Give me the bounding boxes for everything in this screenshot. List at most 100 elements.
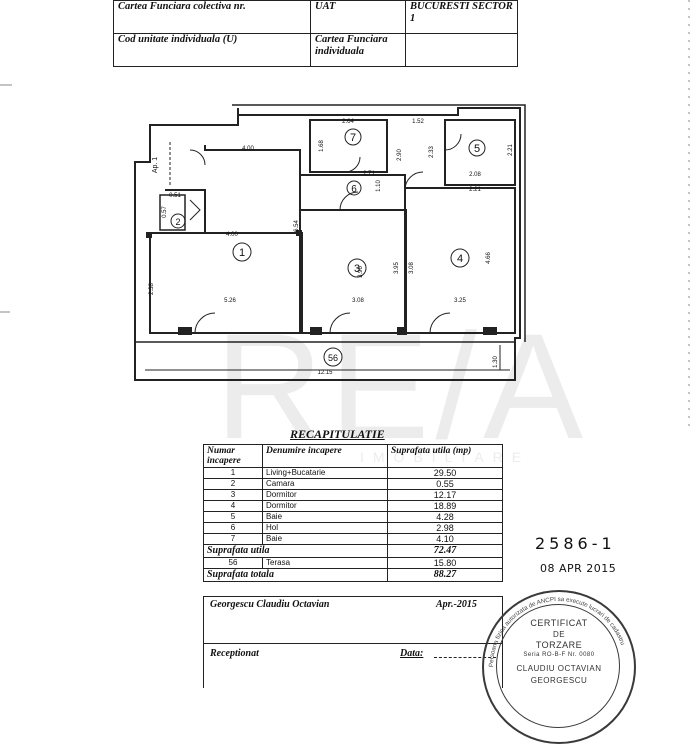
author-box: Georgescu Claudiu Octavian Apr.-2015 [203,596,503,644]
author-name: Georgescu Claudiu Octavian [210,599,330,610]
dim-290: 2.90 [397,149,403,161]
room-6-label: 6 [351,184,357,195]
row-area: 4.28 [387,511,503,523]
util-label: Suprafata utila [203,544,388,558]
row-name: Dormitor [262,489,388,501]
row-area: 29.50 [387,467,503,479]
room-2-label: 2 [175,217,180,227]
dim-110: 1.10 [376,180,382,192]
header-table: Cartea Funciara colectiva nr. UAT BUCURE… [113,0,518,67]
row-name: Baie [262,511,388,523]
room-4-marker [450,248,470,268]
row-name: Camara [262,478,388,490]
room-3-label: 3 [354,263,360,275]
stamp-line6: GEORGESCU [530,676,588,685]
dim-208: 2.08 [469,172,481,178]
dim-264: 2.64 [342,119,354,125]
svg-text:Persoana fizica autorizata de: Persoana fizica autorizata de ANCPI sa e… [488,596,626,667]
room-1-label: 1 [239,247,245,259]
dim-400a: 4.00 [242,146,254,152]
row-area: 12.17 [387,489,503,501]
cf-individuala-label: Cartea Funciara individuala [310,33,406,67]
room-5-marker [468,139,486,157]
row-area: 18.89 [387,500,503,512]
row-area: 0.55 [387,478,503,490]
stamp-line3: TORZARE [535,640,583,650]
util-value: 72.47 [387,544,503,558]
dim-221a: 2.21 [469,187,481,193]
stamp-ring-text: Persoana fizica autorizata de ANCPI sa e… [488,596,626,667]
room-4-label: 4 [457,253,463,265]
stamp-line2: DE [552,630,566,639]
stamp-line5: CLAUDIU OCTAVIAN [516,664,602,673]
room-6-marker [346,180,362,196]
date-stamp: 08 APR 2015 [540,562,617,575]
dim-271: 2.71 [363,171,375,177]
room-56-marker [323,347,343,367]
terasa-value: 15.80 [387,557,503,569]
dim-466: 4.66 [486,252,492,264]
row-name: Baie [262,533,388,545]
dim-152: 1.52 [412,119,424,125]
author-date: Apr.-2015 [436,599,477,610]
room-3-marker [347,258,367,278]
terasa-nr: 56 [203,557,263,569]
cf-individuala-value [405,33,518,67]
room-5-label: 5 [474,143,480,155]
dim-400b: 4.00 [226,232,238,238]
dim-051: 0.51 [169,193,181,199]
col-suprafata: Suprafata utila (mp) [387,444,503,468]
reception-box: Receptionat Data: [203,643,503,688]
cod-unitate-label: Cod unitate individuala (U) [113,33,311,67]
row-nr: 6 [203,522,263,534]
row-nr: 3 [203,489,263,501]
dim-130: 1.30 [493,356,499,368]
row-name: Living+Bucatarie [262,467,388,479]
row-area: 4.10 [387,533,503,545]
entry-label: Ap. 1 [152,157,159,173]
row-name: Dormitor [262,500,388,512]
room-2-marker [170,213,186,229]
dim-654: 6.54 [294,220,300,232]
dim-057: 0.57 [162,206,168,218]
stamp-ring: Persoana fizica autorizata de ANCPI sa e… [488,596,626,667]
room-56-label: 56 [328,353,338,363]
row-nr: 1 [203,467,263,479]
dim-238: 2.38 [149,283,155,295]
dim-233: 2.33 [429,146,435,158]
row-nr: 7 [203,533,263,545]
dim-396: 3.96 [358,266,364,278]
stamp-line1: CERTIFICAT [530,618,588,628]
room-7-label: 7 [350,132,356,144]
dim-308: 3.08 [352,298,364,304]
row-area: 2.98 [387,522,503,534]
data-line [434,657,496,658]
receptionat-label: Receptionat [210,648,259,659]
dim-395: 3.95 [394,262,400,274]
terasa-name: Terasa [262,557,388,569]
dim-221b: 2.21 [508,144,514,156]
recap-table: Numar incapere Denumire incapere Suprafa… [203,444,503,582]
row-nr: 5 [203,511,263,523]
col-numar: Numar incapere [203,444,263,468]
row-nr: 4 [203,500,263,512]
dim-168: 1.68 [319,140,325,152]
data-label: Data: [400,648,424,659]
stamp-line4: Seria RO-B-F Nr. 0080 [523,652,595,658]
dim-308v: 3.08 [409,262,415,274]
dim-1215: 12.15 [317,370,333,376]
col-denumire: Denumire incapere [262,444,388,468]
row-name: Hol [262,522,388,534]
floor-plan: 1 2 3 4 5 6 7 56 4.00 4.00 2.64 1.52 2.7… [0,0,690,430]
room-1-marker [232,242,252,262]
